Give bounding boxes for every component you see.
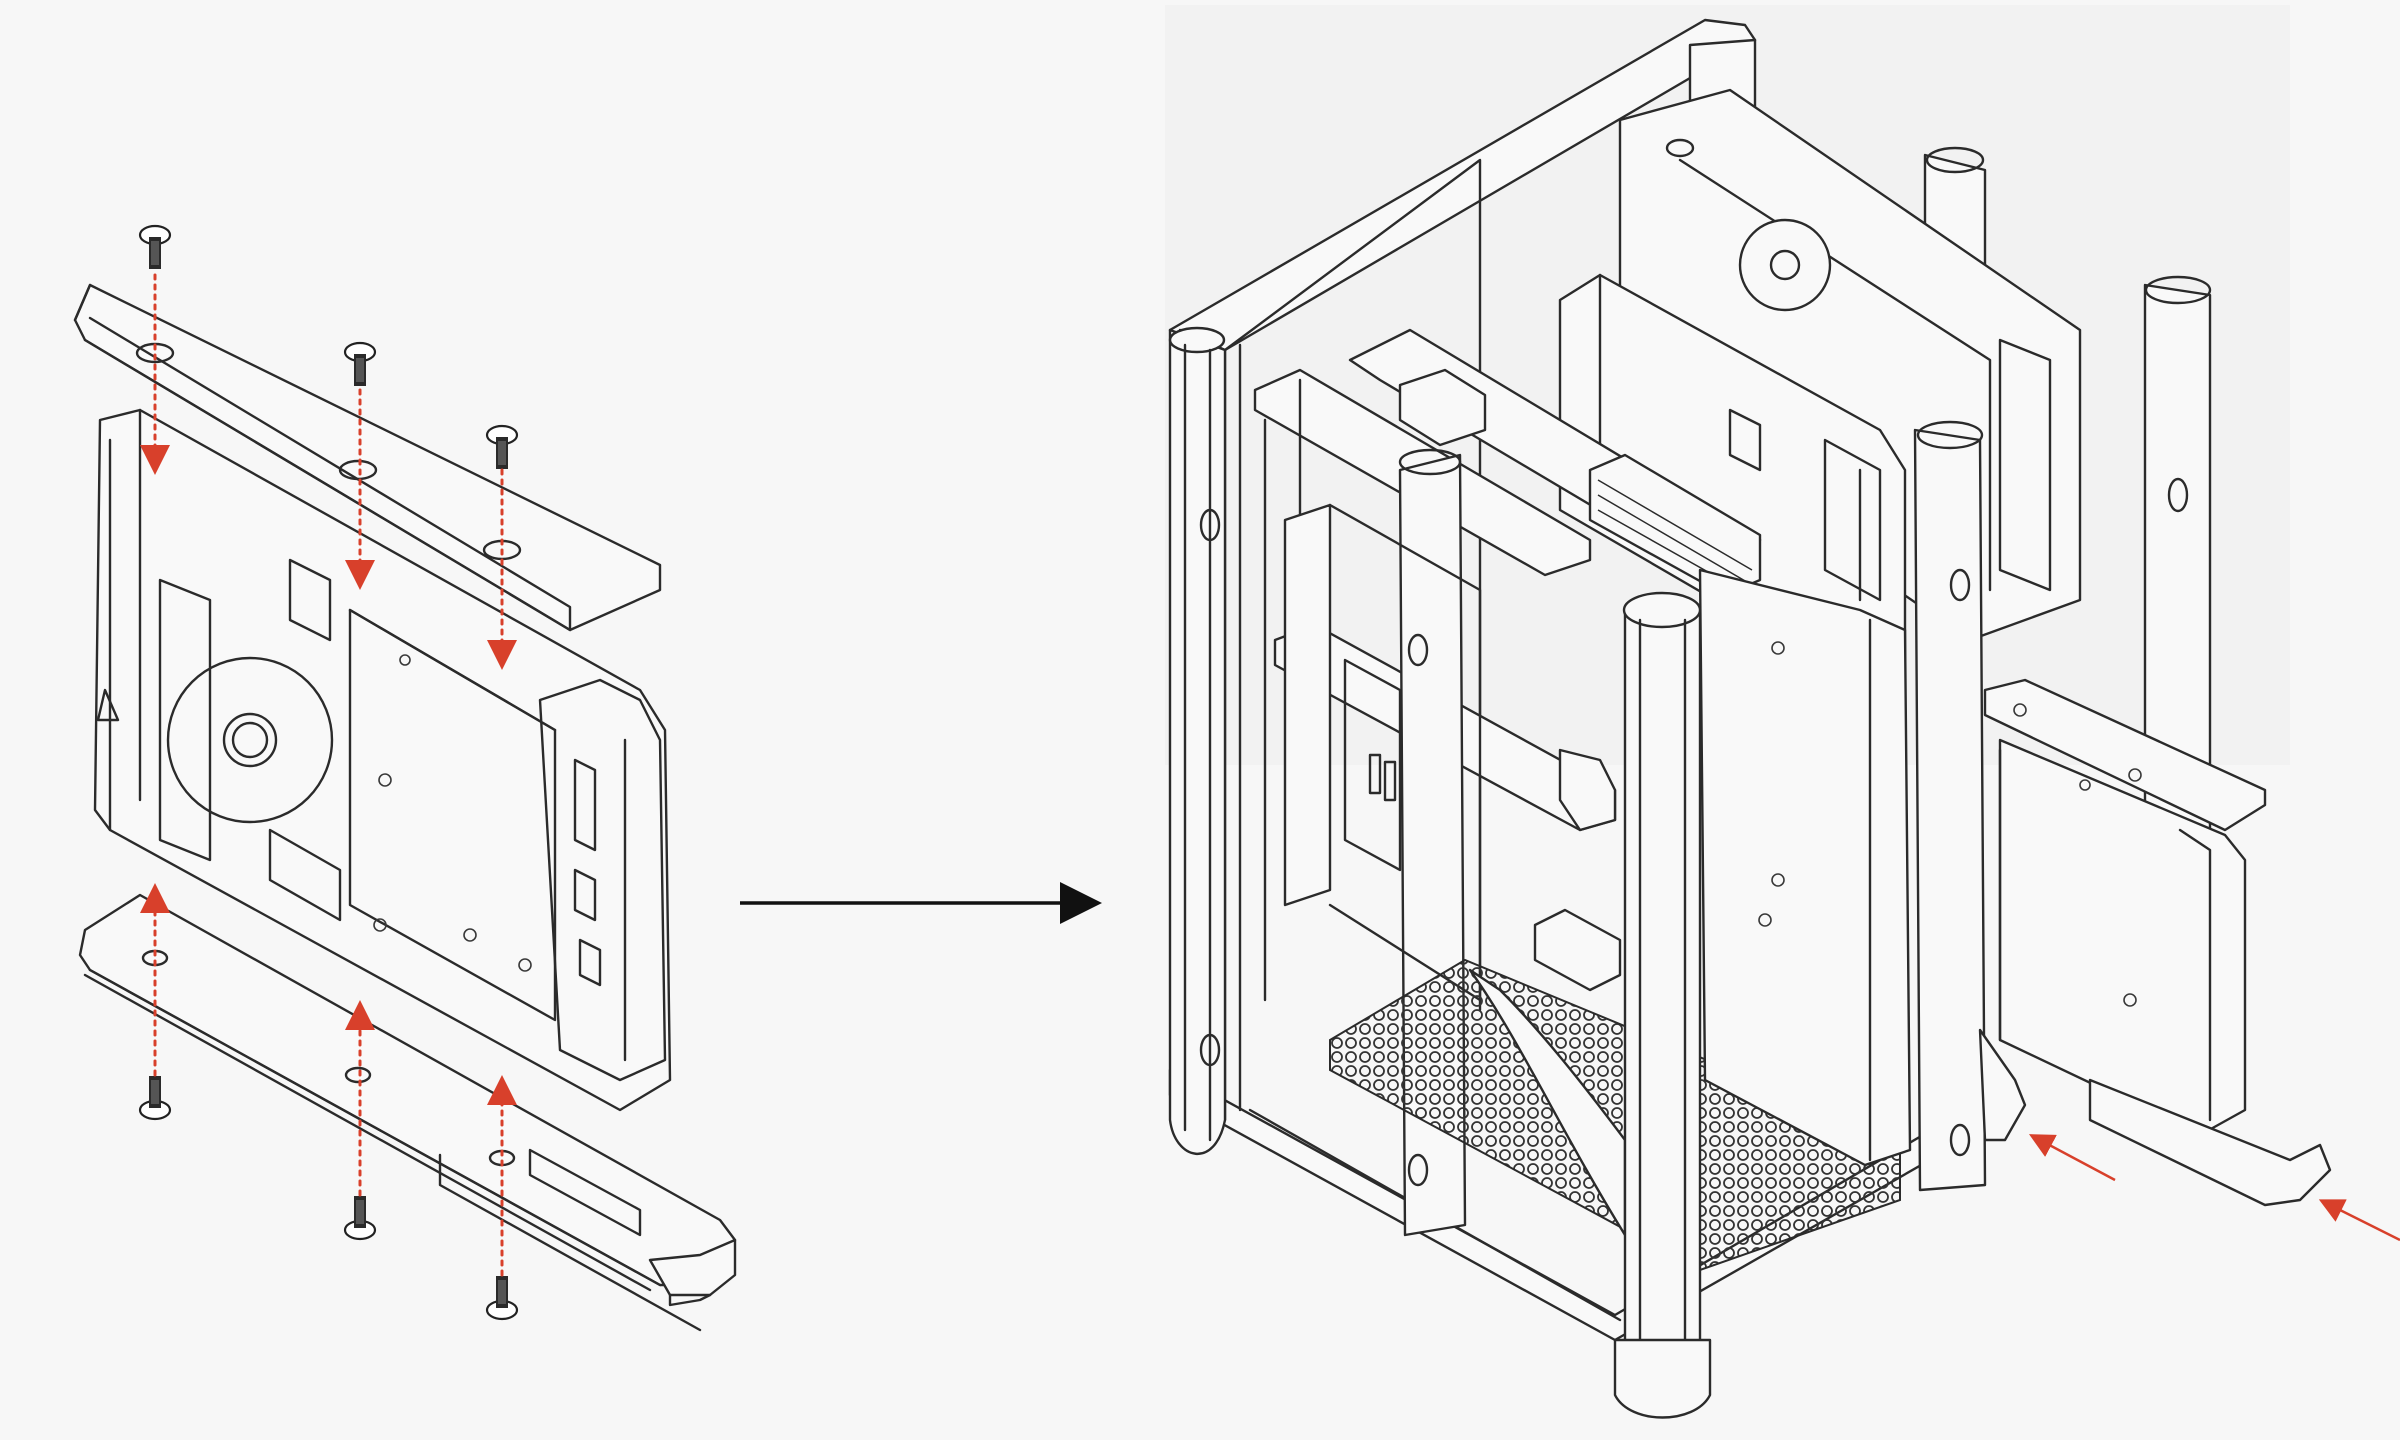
screw-icon xyxy=(485,424,519,471)
middle-drive xyxy=(1558,273,1907,692)
front-post-right xyxy=(1913,428,1987,1192)
screw-icon xyxy=(343,1194,377,1241)
power-supply-board xyxy=(1348,328,1762,597)
mesh-grille xyxy=(1329,958,1901,1272)
screw-icon xyxy=(485,1274,519,1321)
insert-arrow-icon xyxy=(2318,1199,2400,1242)
insert-arrow-icon xyxy=(2028,1134,2116,1182)
motherboard-tray xyxy=(1283,503,1482,1002)
exploded-drive-sled xyxy=(73,224,737,1332)
screw-guides xyxy=(140,273,517,1277)
front-drive-plate xyxy=(1698,568,1912,1167)
top-rail-plate xyxy=(73,283,662,632)
inserted-drive-sled xyxy=(1978,678,2332,1207)
hard-drive xyxy=(93,408,672,1112)
screw-icon xyxy=(138,224,172,271)
insert-arrows xyxy=(2028,1134,2400,1242)
chassis-assembly xyxy=(1165,5,2332,1419)
screw-icon xyxy=(343,341,377,388)
front-post-center xyxy=(1623,608,1702,1413)
screw-icon xyxy=(138,1074,172,1121)
bottom-rail xyxy=(78,893,737,1332)
